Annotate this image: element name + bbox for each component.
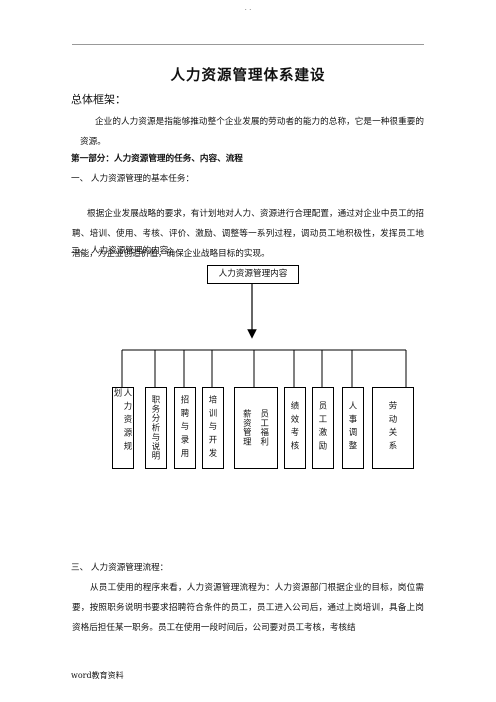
- diagram-item-label: 培训与开发: [208, 394, 218, 462]
- section3-heading: 三、 人力资源管理流程：: [71, 563, 169, 573]
- diagram-item-job-analysis: 职务分析与说明: [145, 387, 167, 469]
- document-title: 人力资源管理体系建设: [170, 67, 326, 84]
- diagram-item-label: 职务分析与说明: [151, 395, 161, 461]
- diagram-root-box: 人力资源管理内容: [207, 265, 299, 284]
- diagram-item-label: 员工福利: [259, 409, 270, 447]
- section3-paragraph: 从员工使用的程序来看，人力资源管理流程为：人力资源部门根据企业的目标，岗位需要，…: [72, 583, 424, 633]
- header-rule: [72, 44, 424, 45]
- diagram-item-label: 招聘与录用: [180, 394, 190, 462]
- diagram-item-personnel-adjustment: 人事调整: [342, 387, 364, 469]
- diagram-item-label: 绩效考核: [290, 401, 300, 455]
- section2-heading: 二、 人力资源管理的内容：: [71, 246, 177, 256]
- diagram-item-label: 劳动关系: [388, 401, 398, 455]
- part1-heading: 第一部分：人力资源管理的任务、内容、流程: [71, 154, 243, 164]
- diagram-item-compensation: 薪资管理 员工福利: [234, 387, 278, 469]
- diagram-item-label: 人力资源规划: [113, 388, 133, 455]
- diagram-item-hr-planning: 人力资源规划: [112, 387, 134, 469]
- diagram-item-recruitment: 招聘与录用: [174, 387, 196, 469]
- section1-paragraph: 根据企业发展战略的要求，有计划地对人力、资源进行合理配置，通过对企业中员工的招聘…: [72, 209, 424, 259]
- diagram-item-label: 人事调整: [348, 401, 358, 455]
- header-marks: . .: [244, 4, 252, 12]
- section1-heading: 一、 人力资源管理的基本任务：: [71, 174, 195, 184]
- diagram-item-labor-relations: 劳动关系: [372, 387, 414, 469]
- diagram-item-label-secondary: 薪资管理: [242, 409, 253, 447]
- diagram-item-training: 培训与开发: [202, 387, 224, 469]
- diagram-item-label: 员工激励: [318, 401, 328, 455]
- footer-text: word教育资料: [71, 671, 124, 680]
- diagram-item-motivation: 员工激励: [312, 387, 334, 469]
- framework-heading: 总体框架：: [71, 93, 126, 106]
- diagram-item-performance: 绩效考核: [284, 387, 306, 469]
- intro-paragraph: 企业的人力资源是指能够推动整个企业发展的劳动者的能力的总称，它是一种很重要的资源…: [80, 117, 424, 147]
